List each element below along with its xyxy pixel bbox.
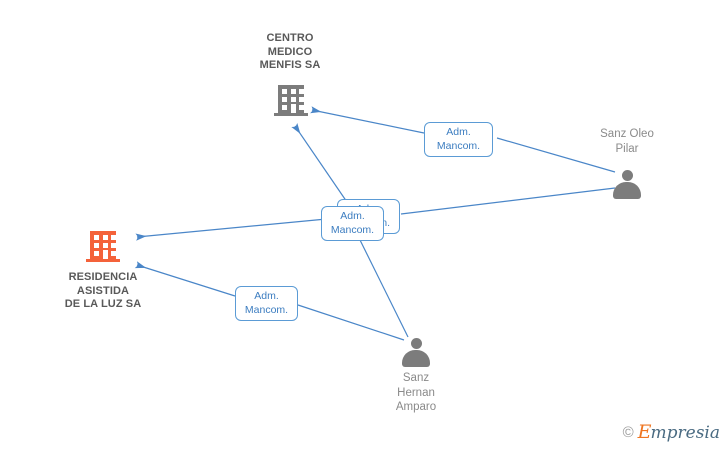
edge-sanzhernan-centromedico [291, 122, 409, 338]
person-icon[interactable] [613, 170, 641, 199]
edge-sanzhernan-residencia [134, 261, 405, 341]
node-label-sanz-hernan-amparo: Sanz Hernan Amparo [395, 372, 437, 413]
person-icon[interactable] [402, 338, 430, 367]
edge-label-adm-mancom-3[interactable]: Adm. Mancom. [321, 206, 384, 241]
edge-label-adm-mancom-1[interactable]: Adm. Mancom. [424, 122, 493, 157]
building-icon[interactable] [274, 85, 308, 116]
node-label-centro-medico: CENTRO MEDICO MENFIS SA [259, 32, 321, 71]
brand-name: mpresia [650, 423, 721, 443]
edge-label-adm-mancom-4[interactable]: Adm. Mancom. [235, 286, 298, 321]
node-label-sanz-oleo-pilar: Sanz Oleo Pilar [600, 128, 654, 155]
watermark-empresia: © E mpresia [623, 423, 720, 442]
edge-sanzoleo-centromedico [310, 106, 616, 173]
brand-initial: E [637, 421, 652, 443]
edge-sanzoleo-residencia [135, 187, 616, 241]
copyright-icon: © [622, 424, 634, 441]
node-label-residencia: RESIDENCIA ASISTIDA DE LA LUZ SA [64, 271, 142, 310]
building-icon[interactable] [86, 231, 120, 262]
